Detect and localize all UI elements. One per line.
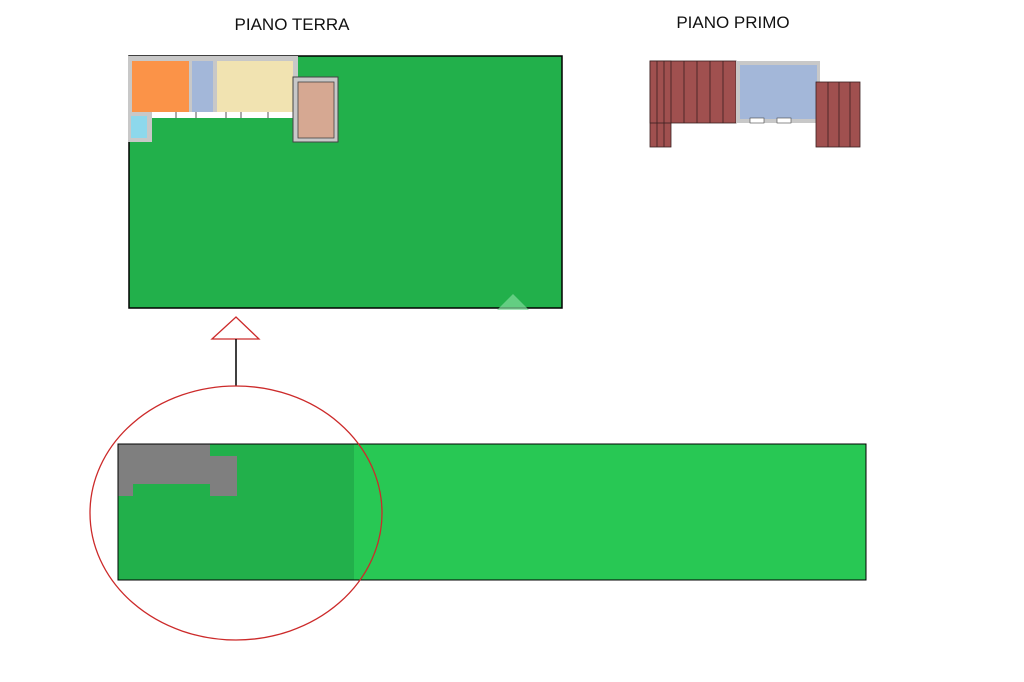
pointer-arrowhead-icon: [210, 316, 261, 340]
ground-floor-porch-strip: [152, 112, 293, 118]
site-plan-lot-border: [117, 443, 867, 581]
site-plan-building: [118, 444, 237, 496]
ground-floor-plan: [128, 55, 563, 310]
first-floor-window: [749, 117, 765, 124]
first-floor-plan: [649, 60, 861, 148]
first-floor-deck-right-planks: [827, 82, 851, 147]
north-arrow-icon: [497, 294, 529, 310]
site-plan-highlight-circle: [89, 385, 383, 641]
first-floor-window: [776, 117, 792, 124]
ground-floor-title: PIANO TERRA: [235, 15, 351, 34]
ground-floor-pink-room: [297, 81, 335, 139]
zoom-pointer: [210, 316, 261, 386]
ground-floor-cream-room: [217, 61, 293, 112]
first-floor-blue-room: [740, 65, 817, 119]
ground-floor-orange-room: [132, 61, 189, 112]
ground-floor-blue-room: [192, 61, 213, 112]
first-floor-deck-right: [815, 81, 861, 148]
ground-floor-light-blue-room: [131, 116, 147, 138]
site-plan: [89, 385, 867, 641]
first-floor-deck-planks: [656, 61, 724, 147]
first-floor-title: PIANO PRIMO: [676, 13, 789, 32]
